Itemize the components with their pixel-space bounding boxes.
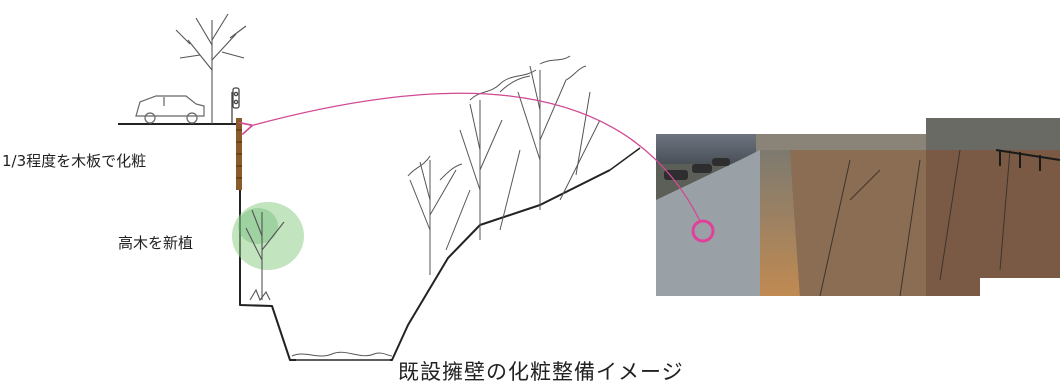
figure-caption: 既設擁壁の化粧整備イメージ [398,360,684,384]
signal-post-icon [231,87,240,124]
highlight-circle [691,219,715,243]
ground-profile [118,123,641,361]
site-photo [656,118,1061,297]
retaining-wall [236,118,242,190]
pointer-arrow [250,92,701,222]
new-trees-note: 高木を新植 [118,234,194,252]
slope-trees [407,55,601,275]
veneer-note: 1/3程度を木板で化粧 [2,152,147,170]
new-tree [232,202,304,302]
channel-water [291,351,393,361]
tree-icon [175,13,247,124]
car-icon [135,95,205,124]
